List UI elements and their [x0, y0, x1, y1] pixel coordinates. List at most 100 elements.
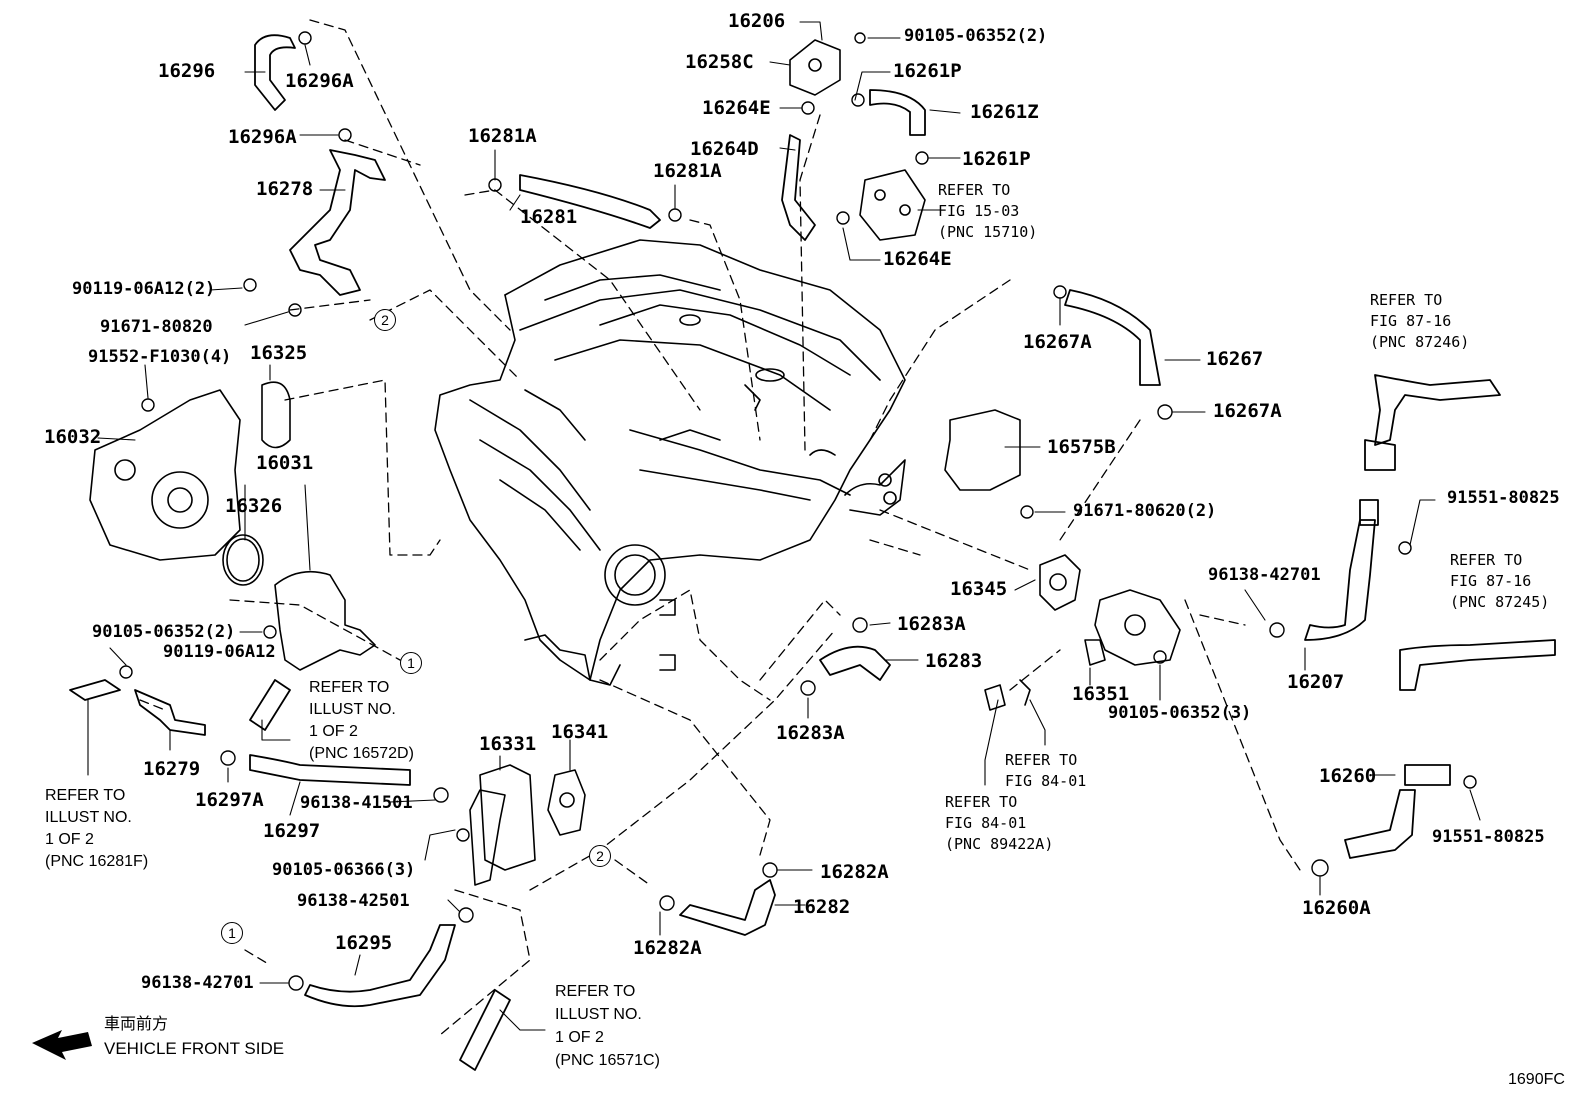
part-label[interactable]: 16282A: [820, 861, 889, 883]
part-label[interactable]: 16295: [335, 932, 393, 954]
reference-fig-84-01-a[interactable]: REFER TO FIG 84-01: [1005, 750, 1086, 792]
part-label[interactable]: 90105-06352(2): [92, 622, 236, 642]
part-label[interactable]: 96138-42701: [1208, 565, 1321, 585]
part-label[interactable]: 16279: [143, 758, 201, 780]
ref-line: (PNC 87245): [1450, 593, 1550, 611]
ref-line: REFER TO: [1005, 751, 1078, 769]
reference-fig-84-01-b[interactable]: REFER TO FIG 84-01 (PNC 89422A): [945, 792, 1053, 855]
part-label[interactable]: 96138-41501: [300, 793, 413, 813]
part-label[interactable]: 90105-06352(3): [1108, 703, 1252, 723]
part-label[interactable]: 16297: [263, 820, 321, 842]
ref-line: ILLUST NO.: [555, 1006, 642, 1023]
part-label[interactable]: 16282A: [633, 937, 702, 959]
part-label[interactable]: 16331: [479, 733, 537, 755]
part-label[interactable]: 16264D: [690, 138, 759, 160]
part-label[interactable]: 16283: [925, 650, 983, 672]
ref-line: ILLUST NO.: [309, 701, 396, 718]
part-label[interactable]: 16296: [158, 60, 216, 82]
part-label[interactable]: 90119-06A12(2): [72, 279, 216, 299]
part-label[interactable]: 16297A: [195, 789, 264, 811]
part-label[interactable]: 16207: [1287, 671, 1345, 693]
ref-line: FIG 84-01: [1005, 772, 1087, 790]
part-label[interactable]: 16206: [728, 10, 786, 32]
ref-line: (PNC 87246): [1370, 333, 1470, 351]
reference-illust-16571C[interactable]: REFER TO ILLUST NO. 1 OF 2 (PNC 16571C): [555, 980, 660, 1072]
leader-dashes: [139, 19, 1301, 1036]
part-label[interactable]: 16341: [551, 721, 609, 743]
ref-line: REFER TO: [309, 679, 390, 696]
ref-line: REFER TO: [555, 983, 636, 1000]
ref-line: REFER TO: [945, 793, 1018, 811]
part-label[interactable]: 16261Z: [970, 101, 1039, 123]
part-label[interactable]: 16351: [1072, 683, 1130, 705]
ref-line: ILLUST NO.: [45, 809, 132, 826]
part-label[interactable]: 16282: [793, 896, 851, 918]
direction-label-jp: 車両前方: [104, 1016, 169, 1033]
ref-line: 1 OF 2: [45, 831, 94, 848]
part-label[interactable]: 16296A: [285, 70, 354, 92]
diagram-code: 1690FC: [1508, 1071, 1565, 1088]
ref-line: FIG 84-01: [945, 814, 1027, 832]
part-label[interactable]: 16267: [1206, 348, 1264, 370]
reference-fig-15-03[interactable]: REFER TO FIG 15-03 (PNC 15710): [938, 180, 1037, 243]
part-label[interactable]: 16325: [250, 342, 308, 364]
reference-fig-87-16-a[interactable]: REFER TO FIG 87-16 (PNC 87246): [1370, 290, 1469, 353]
callout-1-a: 1: [400, 652, 422, 674]
part-label[interactable]: 90119-06A12: [163, 642, 276, 662]
ref-line: FIG 87-16: [1450, 572, 1532, 590]
part-label[interactable]: 16283A: [776, 722, 845, 744]
reference-fig-87-16-b[interactable]: REFER TO FIG 87-16 (PNC 87245): [1450, 550, 1549, 613]
part-label[interactable]: 16267A: [1023, 331, 1092, 353]
part-label[interactable]: 16267A: [1213, 400, 1282, 422]
engine-block-outline: [434, 239, 906, 686]
part-label[interactable]: 16264E: [883, 248, 952, 270]
part-label[interactable]: 16031: [256, 452, 314, 474]
part-label[interactable]: 16261P: [893, 60, 962, 82]
hoses: [69, 34, 1556, 1071]
part-label[interactable]: 91552-F1030(4): [88, 347, 232, 367]
direction-label-en: VEHICLE FRONT SIDE: [104, 1039, 285, 1058]
part-label[interactable]: 16281: [520, 206, 578, 228]
part-label[interactable]: 91551-80825: [1432, 827, 1545, 847]
part-label[interactable]: 16264E: [702, 97, 771, 119]
reference-illust-16281F[interactable]: REFER TO ILLUST NO. 1 OF 2 (PNC 16281F): [45, 785, 148, 873]
part-label[interactable]: 16278: [256, 178, 314, 200]
clamps-bolts: [119, 31, 1477, 991]
part-label[interactable]: 16261P: [962, 148, 1031, 170]
components: [89, 39, 1181, 886]
part-label[interactable]: 16258C: [685, 51, 754, 73]
part-label[interactable]: 16296A: [228, 126, 297, 148]
part-label[interactable]: 90105-06352(2): [904, 26, 1048, 46]
part-label[interactable]: 16345: [950, 578, 1008, 600]
ref-line: REFER TO: [1450, 551, 1523, 569]
ref-line: REFER TO: [938, 181, 1011, 199]
reference-illust-16572D[interactable]: REFER TO ILLUST NO. 1 OF 2 (PNC 16572D): [309, 677, 414, 765]
ref-line: (PNC 16572D): [309, 745, 414, 762]
ref-line: FIG 15-03: [938, 202, 1020, 220]
part-label[interactable]: 96138-42701: [141, 973, 254, 993]
ref-line: 1 OF 2: [555, 1029, 604, 1046]
part-label[interactable]: 16283A: [897, 613, 966, 635]
part-label[interactable]: 91671-80820: [100, 317, 213, 337]
part-label[interactable]: 16281A: [468, 125, 537, 147]
part-label[interactable]: 16260: [1319, 765, 1377, 787]
part-label[interactable]: 91671-80620(2): [1073, 501, 1217, 521]
callout-2-b: 2: [589, 845, 611, 867]
ref-line: 1 OF 2: [309, 723, 358, 740]
part-label[interactable]: 16326: [225, 495, 283, 517]
part-label[interactable]: 16281A: [653, 160, 722, 182]
ref-line: (PNC 16281F): [45, 853, 149, 870]
ref-line: (PNC 15710): [938, 223, 1038, 241]
part-label[interactable]: 16575B: [1047, 436, 1116, 458]
callout-2-a: 2: [374, 309, 396, 331]
part-label[interactable]: 16032: [44, 426, 102, 448]
part-label[interactable]: 90105-06366(3): [272, 860, 416, 880]
callout-1-b: 1: [221, 922, 243, 944]
part-label[interactable]: 16260A: [1302, 897, 1371, 919]
leader-lines: [87, 21, 1481, 1031]
ref-line: REFER TO: [45, 787, 126, 804]
part-label[interactable]: 96138-42501: [297, 891, 410, 911]
part-label[interactable]: 91551-80825: [1447, 488, 1560, 508]
